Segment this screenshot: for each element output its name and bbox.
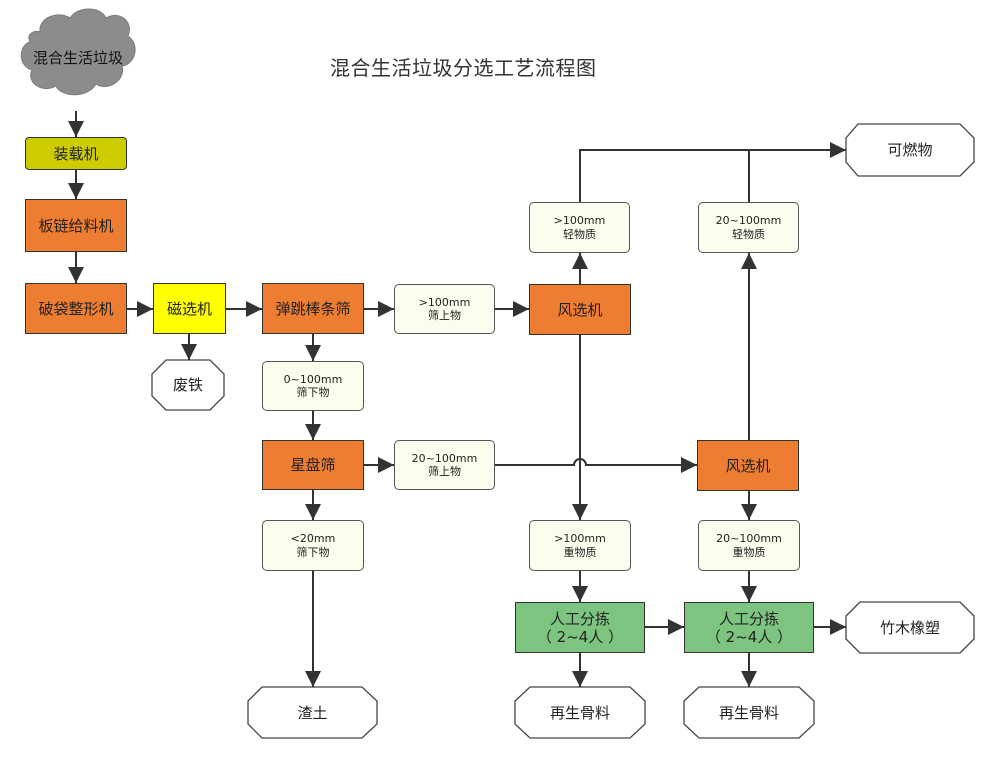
note-star-over: 20~100mm 筛上物 [394,440,495,490]
diagram-title: 混合生活垃圾分选工艺流程图 [330,56,597,80]
note-desc: 重物质 [732,545,766,559]
node-air-separator-1: 风选机 [529,284,631,335]
octagon-scrap-iron [151,359,225,411]
note-desc: 轻物质 [563,227,596,241]
note-bounce-over: >100mm 筛上物 [394,284,495,334]
note-air2-light: 20~100mm 轻物质 [698,202,799,253]
output-shapes [151,123,975,739]
note-desc: 轻物质 [732,227,765,241]
note-bounce-under: 0~100mm 筛下物 [262,361,364,411]
note-size: >100mm [418,295,471,309]
note-desc: 筛下物 [296,545,330,559]
node-manual-sort-2: 人工分拣 （ 2~4人 ） [684,602,814,653]
manual-sort-2-staff: （ 2~4人 ） [705,627,793,646]
note-star-under: <20mm 筛下物 [262,520,364,571]
octagon-recycled-aggregate-1 [514,686,646,739]
output-scrap-iron: 废铁 [172,376,203,394]
output-recycled-aggregate-2: 再生骨料 [718,703,779,722]
note-size: 20~100mm [411,451,478,465]
octagon-bamboo-wood [845,601,975,654]
manual-sort-1-title: 人工分拣 [549,609,610,628]
note-size: >100mm [553,214,606,228]
note-desc: 筛下物 [296,386,330,399]
output-combustibles: 可燃物 [887,141,933,159]
octagon-residue-soil [247,686,378,739]
note-desc: 重物质 [563,545,597,559]
node-manual-sort-1: 人工分拣 （ 2~4人 ） [515,602,645,653]
arrows [68,111,846,687]
source-cloud-shape [20,8,136,96]
note-size: 20~100mm [716,532,782,546]
node-loader: 装载机 [25,137,127,170]
note-size: 0~100mm [283,372,343,386]
output-residue-soil: 渣土 [297,703,328,722]
note-air1-light: >100mm 轻物质 [529,202,630,253]
note-size: <20mm [290,532,336,546]
octagon-combustibles [845,123,975,177]
note-desc: 筛上物 [428,309,461,322]
node-chain-feeder: 板链给料机 [25,199,127,252]
node-star-screen: 星盘筛 [262,440,364,490]
note-desc: 筛上物 [428,465,461,478]
node-source: 混合生活垃圾 [32,49,123,67]
manual-sort-2-title: 人工分拣 [718,609,779,628]
manual-sort-1-staff: （ 2~4人 ） [536,627,624,646]
note-size: >100mm [554,532,606,546]
node-magnetic-separator: 磁选机 [153,283,226,334]
output-recycled-aggregate-1: 再生骨料 [549,703,610,722]
note-size: 20~100mm [715,214,782,228]
note-air1-heavy: >100mm 重物质 [529,520,631,571]
node-bag-breaker: 破袋整形机 [25,283,127,334]
node-bounce-screen: 弹跳棒条筛 [262,283,364,334]
node-air-separator-2: 风选机 [697,440,799,491]
output-bamboo-wood-rubber-plastic: 竹木橡塑 [879,618,940,637]
note-air2-heavy: 20~100mm 重物质 [698,520,800,571]
octagon-recycled-aggregate-2 [683,686,815,739]
